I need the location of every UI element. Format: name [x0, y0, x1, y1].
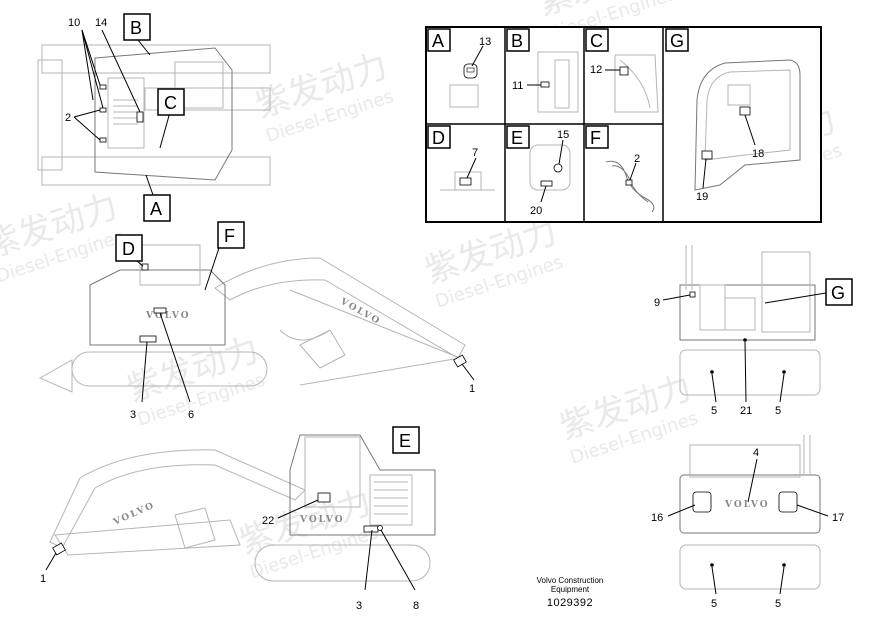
callout-13: 13	[479, 36, 491, 48]
cab-right	[304, 436, 361, 508]
panel-B: B 11	[506, 28, 579, 113]
panel-D-letter: D	[432, 128, 445, 148]
detail-box-E	[392, 426, 420, 454]
callout-9: 9	[654, 297, 660, 309]
callout-5-rear-b: 5	[775, 598, 781, 610]
panel-A: A 13	[427, 28, 491, 108]
front-ladder	[699, 284, 726, 331]
panel-G-letter: G	[670, 31, 684, 51]
panel-C-letter: C	[590, 31, 603, 51]
blade-left	[38, 359, 73, 393]
callout-14: 14	[95, 17, 107, 29]
boom-right	[49, 449, 306, 549]
dozer-blade	[37, 59, 63, 171]
detail-box-A-letter: A	[150, 199, 162, 219]
panel-E-letter: E	[511, 128, 523, 148]
callout-18: 18	[752, 148, 764, 160]
track-lower	[41, 156, 271, 186]
detail-box-B	[123, 13, 151, 41]
callout-2: 2	[65, 112, 71, 124]
callout-3-right: 3	[356, 600, 362, 612]
bucket-right	[174, 507, 216, 549]
detail-box-G	[825, 278, 853, 306]
callout-15: 15	[557, 129, 569, 141]
detail-box-D-letter: D	[122, 239, 135, 259]
cab-left	[139, 244, 201, 286]
brand-body-left: VOLVO	[145, 311, 191, 321]
panel-A-letter: A	[432, 31, 444, 51]
bucket-left	[299, 329, 346, 369]
callout-5-rear-a: 5	[711, 598, 717, 610]
drawing-number: 1029392	[546, 597, 594, 609]
cab-top	[174, 61, 224, 109]
callout-7: 7	[472, 147, 478, 159]
rear-body	[679, 474, 821, 534]
rear-track-assembly	[679, 544, 821, 590]
detail-box-A	[143, 194, 171, 222]
callout-5-front-a: 5	[711, 405, 717, 417]
detail-box-F-letter: F	[224, 226, 235, 246]
panel-B-letter: B	[511, 31, 523, 51]
boom-left	[214, 257, 466, 359]
detail-box-C-letter: C	[164, 93, 177, 113]
callout-4: 4	[753, 447, 759, 459]
callout-11: 11	[512, 80, 523, 92]
callout-1-left: 1	[469, 383, 475, 395]
callout-5-front-b: 5	[775, 405, 781, 417]
panel-G: G 18 19	[665, 28, 801, 203]
brand-body-right: VOLVO	[299, 515, 345, 525]
callout-1-right: 1	[40, 573, 46, 585]
callout-21: 21	[740, 405, 752, 417]
right-side-view: VOLVO VOLVO 1 22 3 8 E	[40, 426, 436, 612]
detail-box-C	[157, 88, 185, 116]
grille	[113, 99, 138, 125]
front-track-assembly	[679, 349, 821, 396]
callout-2-f: 2	[634, 153, 640, 165]
callout-8: 8	[413, 600, 419, 612]
brand-rear: VOLVO	[724, 500, 770, 510]
detail-box-F	[217, 221, 245, 249]
footer-company-line1: Volvo Construction	[536, 576, 604, 585]
side-grille	[369, 474, 413, 526]
brand-boom-right: VOLVO	[111, 500, 157, 528]
detail-box-E-letter: E	[399, 431, 411, 451]
front-cab	[761, 251, 811, 333]
upper-structure	[94, 47, 233, 181]
panel-F: F 2	[585, 125, 655, 213]
callout-3-left: 3	[130, 409, 136, 421]
rear-view: VOLVO 4 16 17 5 5	[651, 435, 844, 610]
engine-hood	[107, 77, 145, 149]
callout-17: 17	[832, 512, 844, 524]
detail-box-B-letter: B	[130, 18, 142, 38]
track-upper	[41, 44, 271, 74]
detail-panels: A 13 B 11 C 12	[425, 26, 822, 223]
panel-C: C 12	[585, 28, 659, 113]
top-view: 10 14 2 B C A	[37, 13, 271, 222]
footer-company-line2: Equipment	[550, 585, 590, 594]
detail-box-D	[115, 234, 143, 262]
panel-F-letter: F	[590, 128, 601, 148]
callout-20: 20	[530, 205, 542, 217]
track-right	[254, 544, 431, 582]
front-view: 9 21 5 5 G	[654, 245, 853, 417]
boom	[144, 87, 271, 111]
panel-E: E 15 20	[506, 125, 571, 217]
callout-12: 12	[590, 64, 602, 76]
upper-body-left	[89, 269, 226, 346]
callout-22: 22	[262, 515, 274, 527]
upper-body-right	[289, 434, 436, 536]
drawing-footer: Volvo Construction Equipment 1029392	[520, 576, 620, 609]
callout-10: 10	[68, 17, 80, 29]
callout-19: 19	[696, 191, 708, 203]
callout-6-left: 6	[188, 409, 194, 421]
callout-16: 16	[651, 512, 663, 524]
panel-D: D 7	[427, 125, 495, 191]
front-body	[679, 284, 816, 341]
detail-box-G-letter: G	[831, 283, 845, 303]
